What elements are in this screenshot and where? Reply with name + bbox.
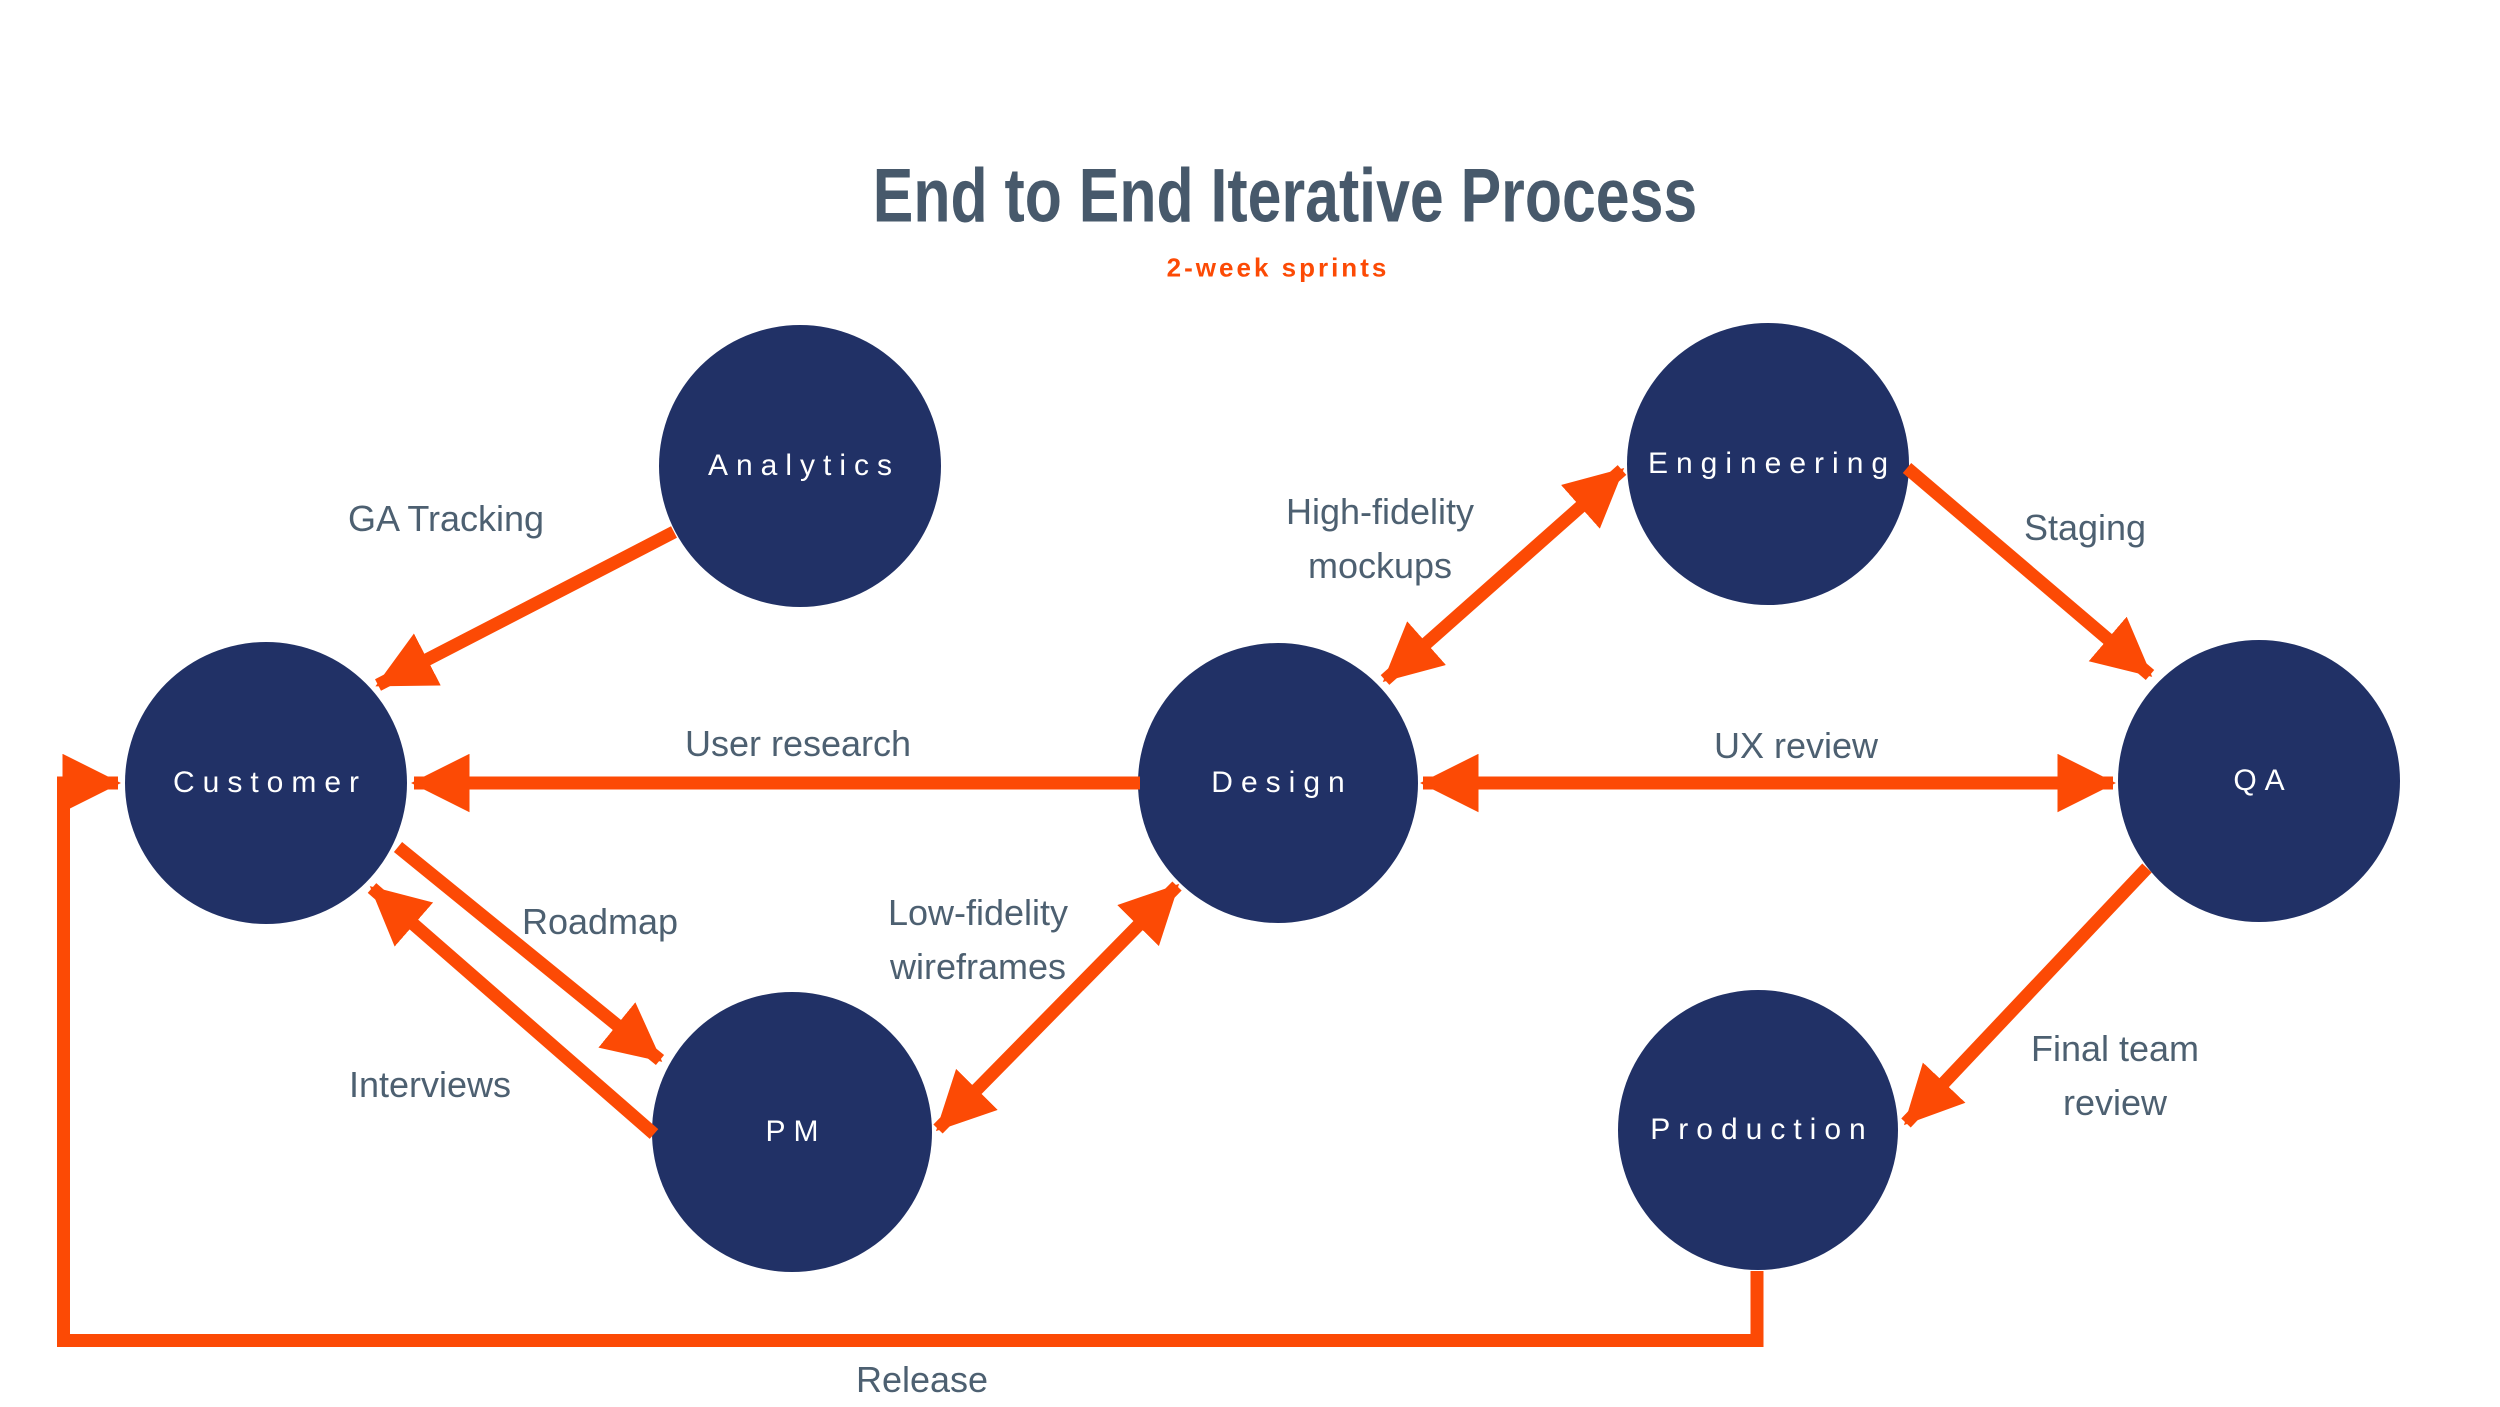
- edge-label-low-fidelity-line2: wireframes: [889, 946, 1067, 987]
- edge-staging-arrow: [1902, 463, 2155, 680]
- node-label-customer: Customer: [172, 766, 368, 799]
- node-label-analytics: Analytics: [707, 449, 901, 482]
- edge-roadmap-arrow: [393, 841, 665, 1066]
- node-label-pm: PM: [765, 1115, 827, 1148]
- node-analytics-circle: [659, 325, 941, 607]
- edge-label-staging: Staging: [2023, 507, 2147, 548]
- page-title: End to End Iterative Process: [872, 153, 1698, 239]
- edge-label-release: Release: [855, 1359, 989, 1400]
- edge-high-fidelity-arrow: [1380, 465, 1627, 685]
- edge-label-high-fidelity-line2: mockups: [1307, 545, 1453, 586]
- edge-label-final-review: Final team review: [2031, 1022, 2199, 1130]
- edge-label-user-research: User research: [684, 723, 912, 764]
- edge-label-final-review-line1: Final team: [2030, 1028, 2200, 1069]
- node-label-engineering: Engineering: [1647, 447, 1897, 480]
- node-label-production: Production: [1650, 1113, 1874, 1146]
- edge-label-interviews: Interviews: [348, 1064, 512, 1105]
- node-customer-circle: [125, 642, 407, 924]
- node-engineering-circle: [1627, 323, 1909, 605]
- node-qa-circle: [2118, 640, 2400, 922]
- node-label-qa: QA: [2233, 764, 2293, 797]
- page-subtitle: 2-week sprints: [1166, 252, 1390, 283]
- edge-label-high-fidelity-line1: High-fidelity: [1285, 491, 1475, 532]
- node-production-circle: [1618, 990, 1898, 1270]
- node-label-design: Design: [1211, 766, 1353, 799]
- node-pm-circle: [652, 992, 932, 1272]
- node-circles: [125, 323, 2400, 1272]
- edge-label-high-fidelity: High-fidelity mockups: [1286, 485, 1474, 593]
- edge-release-arrow: [57, 753, 1764, 1347]
- edge-label-low-fidelity: Low-fidelity wireframes: [888, 886, 1068, 994]
- edge-label-ga-tracking: GA Tracking: [347, 498, 545, 539]
- edge-label-ux-review: UX review: [1713, 725, 1879, 766]
- edge-final-review-arrow: [1901, 863, 2152, 1128]
- edge-low-fidelity-arrow: [933, 881, 1182, 1134]
- node-design-circle: [1138, 643, 1418, 923]
- edge-arrows: [57, 463, 2155, 1347]
- edge-label-roadmap: Roadmap: [521, 901, 679, 942]
- edge-interviews-arrow: [367, 883, 659, 1139]
- edge-label-low-fidelity-line1: Low-fidelity: [887, 892, 1069, 933]
- edge-label-final-review-line2: review: [2062, 1082, 2168, 1123]
- edge-ga-tracking-arrow: [375, 526, 677, 691]
